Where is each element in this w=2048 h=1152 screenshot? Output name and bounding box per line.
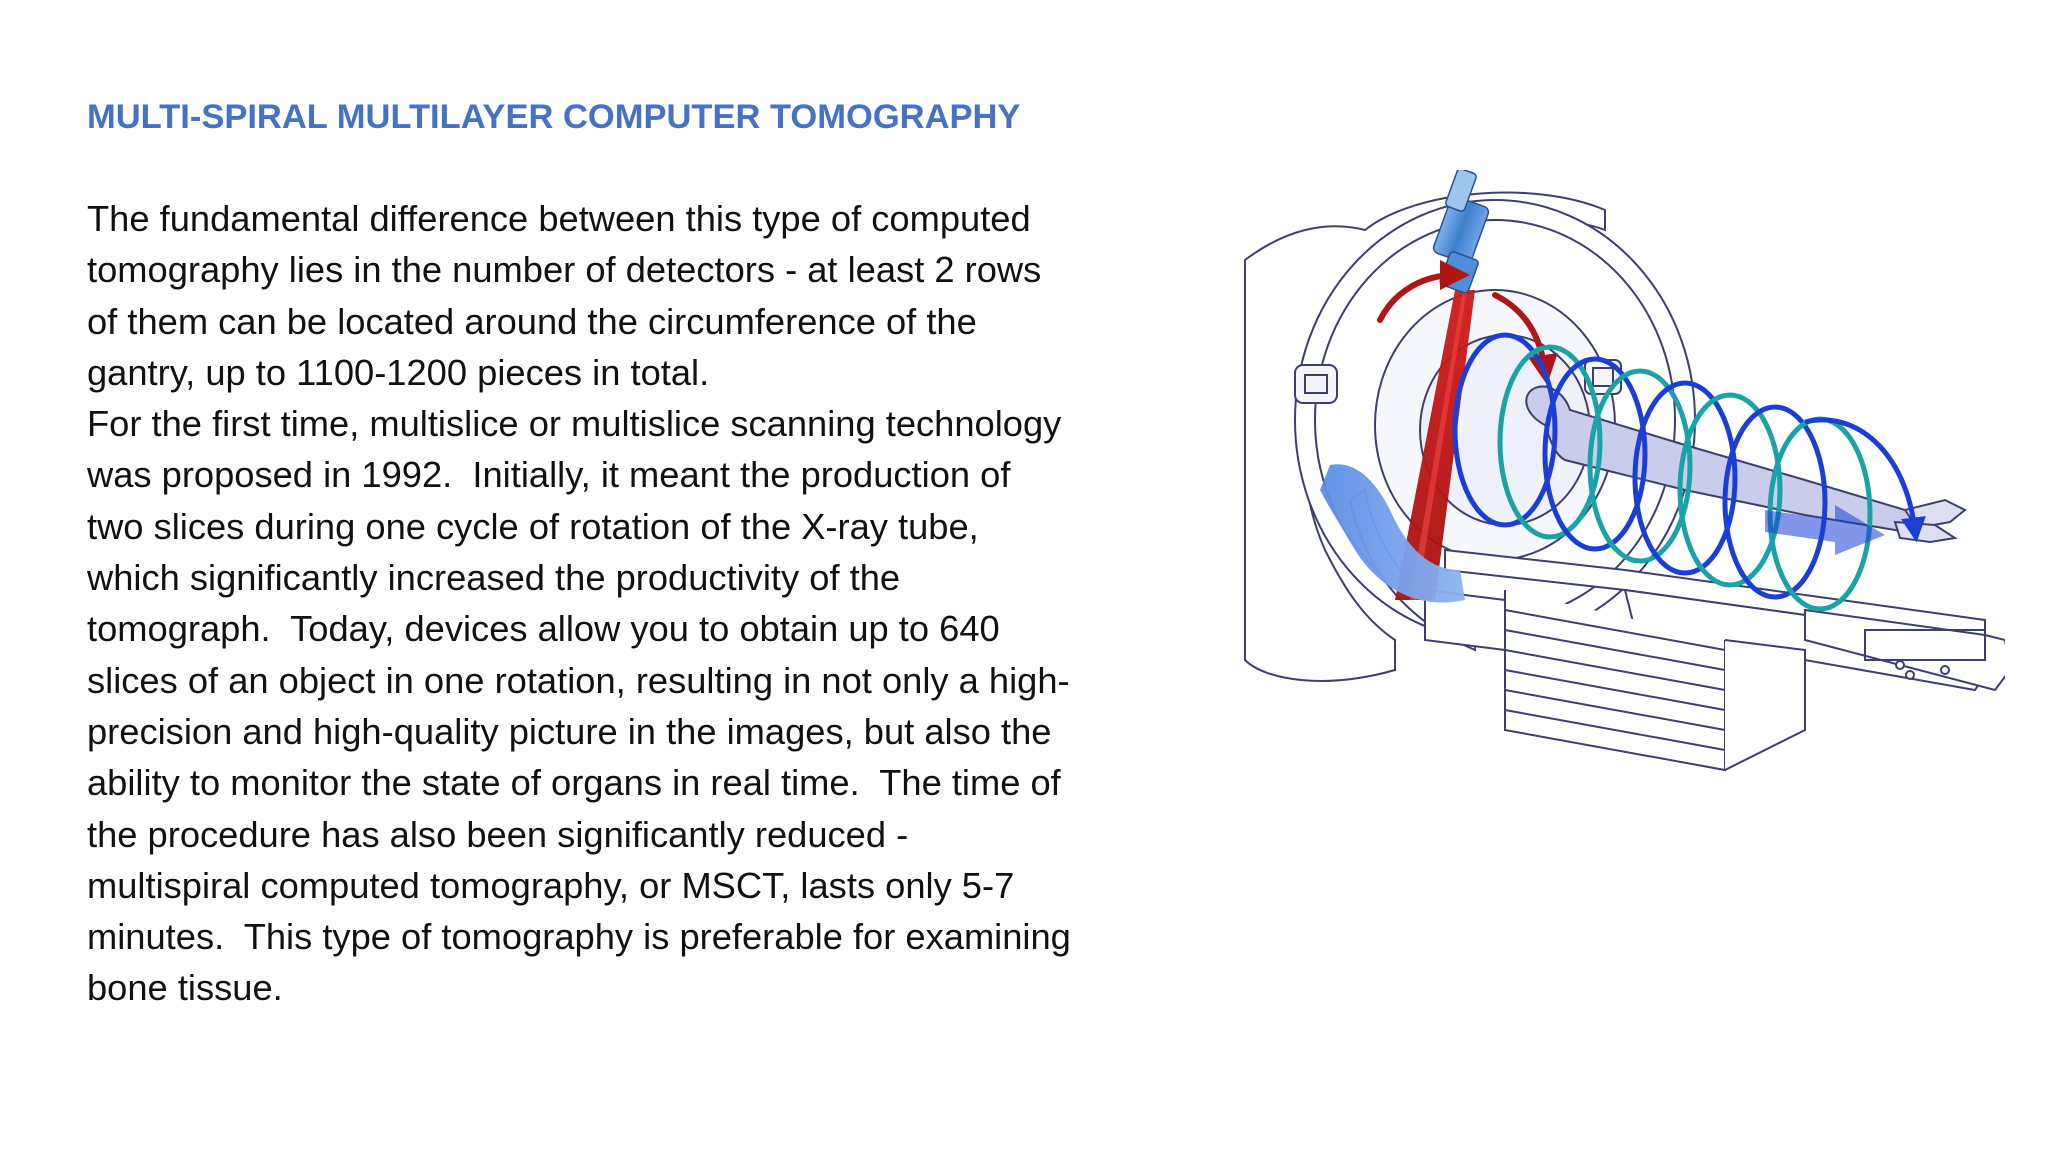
body-line: bone tissue. (87, 967, 283, 1009)
body-line: minutes. This type of tomography is pref… (87, 916, 1071, 958)
body-line: of them can be located around the circum… (87, 300, 977, 342)
body-line: tomography lies in the number of detecto… (87, 249, 1042, 291)
body-line: tomograph. Today, devices allow you to o… (87, 608, 1000, 650)
detector-array-icon (1320, 464, 1465, 603)
body-line: slices of an object in one rotation, res… (87, 659, 1070, 701)
body-line: The fundamental difference between this … (87, 198, 1031, 239)
body-line: which significantly increased the produc… (87, 557, 901, 599)
scan-direction-arrow-icon (1765, 505, 1885, 555)
body-line: ability to monitor the state of organs i… (87, 762, 1061, 804)
body-line: For the first time, multislice or multis… (87, 403, 1062, 445)
body-line: precision and high-quality picture in th… (87, 710, 1052, 752)
body-line: multispiral computed tomography, or MSCT… (87, 864, 1015, 906)
patient-table (1424, 548, 2005, 772)
rotation-arrows-icon (1377, 260, 1558, 385)
body-line: was proposed in 1992. Initially, it mean… (87, 454, 1011, 496)
spiral-path-icon (1452, 332, 1926, 612)
xray-beam (1395, 290, 1475, 600)
slide-title: MULTI-SPIRAL MULTILAYER COMPUTER TOMOGRA… (87, 98, 1021, 136)
body-line: two slices during one cycle of rotation … (87, 505, 979, 547)
body-line: the procedure has also been significantl… (87, 813, 909, 855)
body-line: gantry, up to 1100-1200 pieces in total. (87, 351, 710, 393)
body-paragraph: The fundamental difference between this … (87, 193, 1197, 1014)
ct-scanner-illustration (1244, 170, 2005, 772)
